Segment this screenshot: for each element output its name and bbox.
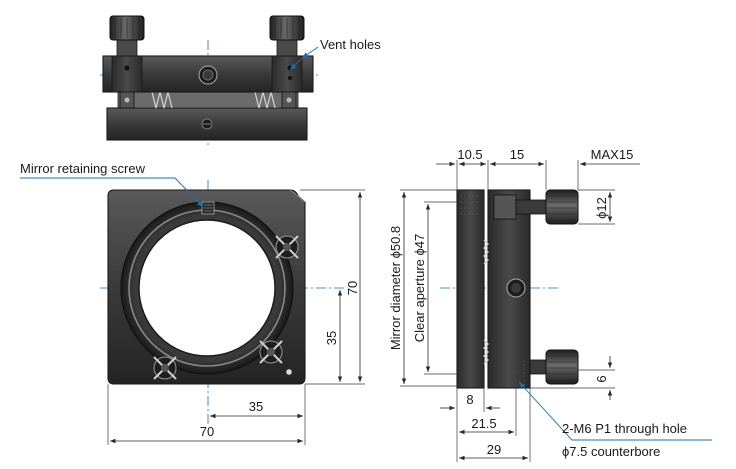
side-knob-upper-icon <box>493 189 579 225</box>
top-view: Vent holes <box>100 15 381 145</box>
dim-height-70: 70 <box>345 281 360 295</box>
dim-knob-diameter: ϕ12 <box>594 197 609 219</box>
dim-side-21-5: 21.5 <box>471 416 496 431</box>
mirror-retaining-screw-label: Mirror retaining screw <box>20 161 146 176</box>
clear-aperture <box>138 219 276 357</box>
through-hole-label: 2-M6 P1 through hole <box>562 421 687 436</box>
dim-horizontal-35: 35 <box>249 399 263 414</box>
clear-aperture-label: Clear aperture ϕ47 <box>412 234 427 342</box>
vent-holes-label: Vent holes <box>320 37 381 52</box>
dim-side-8: 8 <box>466 392 473 407</box>
mirror-diameter-label: Mirror diameter ϕ50.8 <box>388 226 403 350</box>
dim-side-15: 15 <box>510 147 524 162</box>
adjust-screw-bottom-left-icon <box>153 356 177 380</box>
dim-side-6: 6 <box>594 375 609 382</box>
dim-width-70: 70 <box>200 424 214 439</box>
spring-left-icon <box>151 91 173 109</box>
counterbore-label: ϕ7.5 counterbore <box>562 444 660 459</box>
spring-right-icon <box>254 91 276 109</box>
dim-side-10-5: 10.5 <box>457 147 482 162</box>
adjust-screw-bottom-right-icon <box>259 340 283 364</box>
front-view: Mirror retaining screw 70 35 35 70 <box>20 161 365 445</box>
adjuster-knob-left-icon <box>109 15 145 57</box>
side-knob-lower-icon <box>529 349 579 385</box>
side-view: 10.5 15 MAX15 ϕ12 6 Mirror diameter ϕ50.… <box>388 147 712 462</box>
dim-vertical-35: 35 <box>324 331 339 345</box>
adjuster-knob-right-icon <box>269 15 305 57</box>
side-front-plate <box>456 189 485 389</box>
dim-side-29: 29 <box>487 442 501 457</box>
adjust-screw-top-right-icon <box>275 235 299 259</box>
dim-side-max15: MAX15 <box>591 147 634 162</box>
